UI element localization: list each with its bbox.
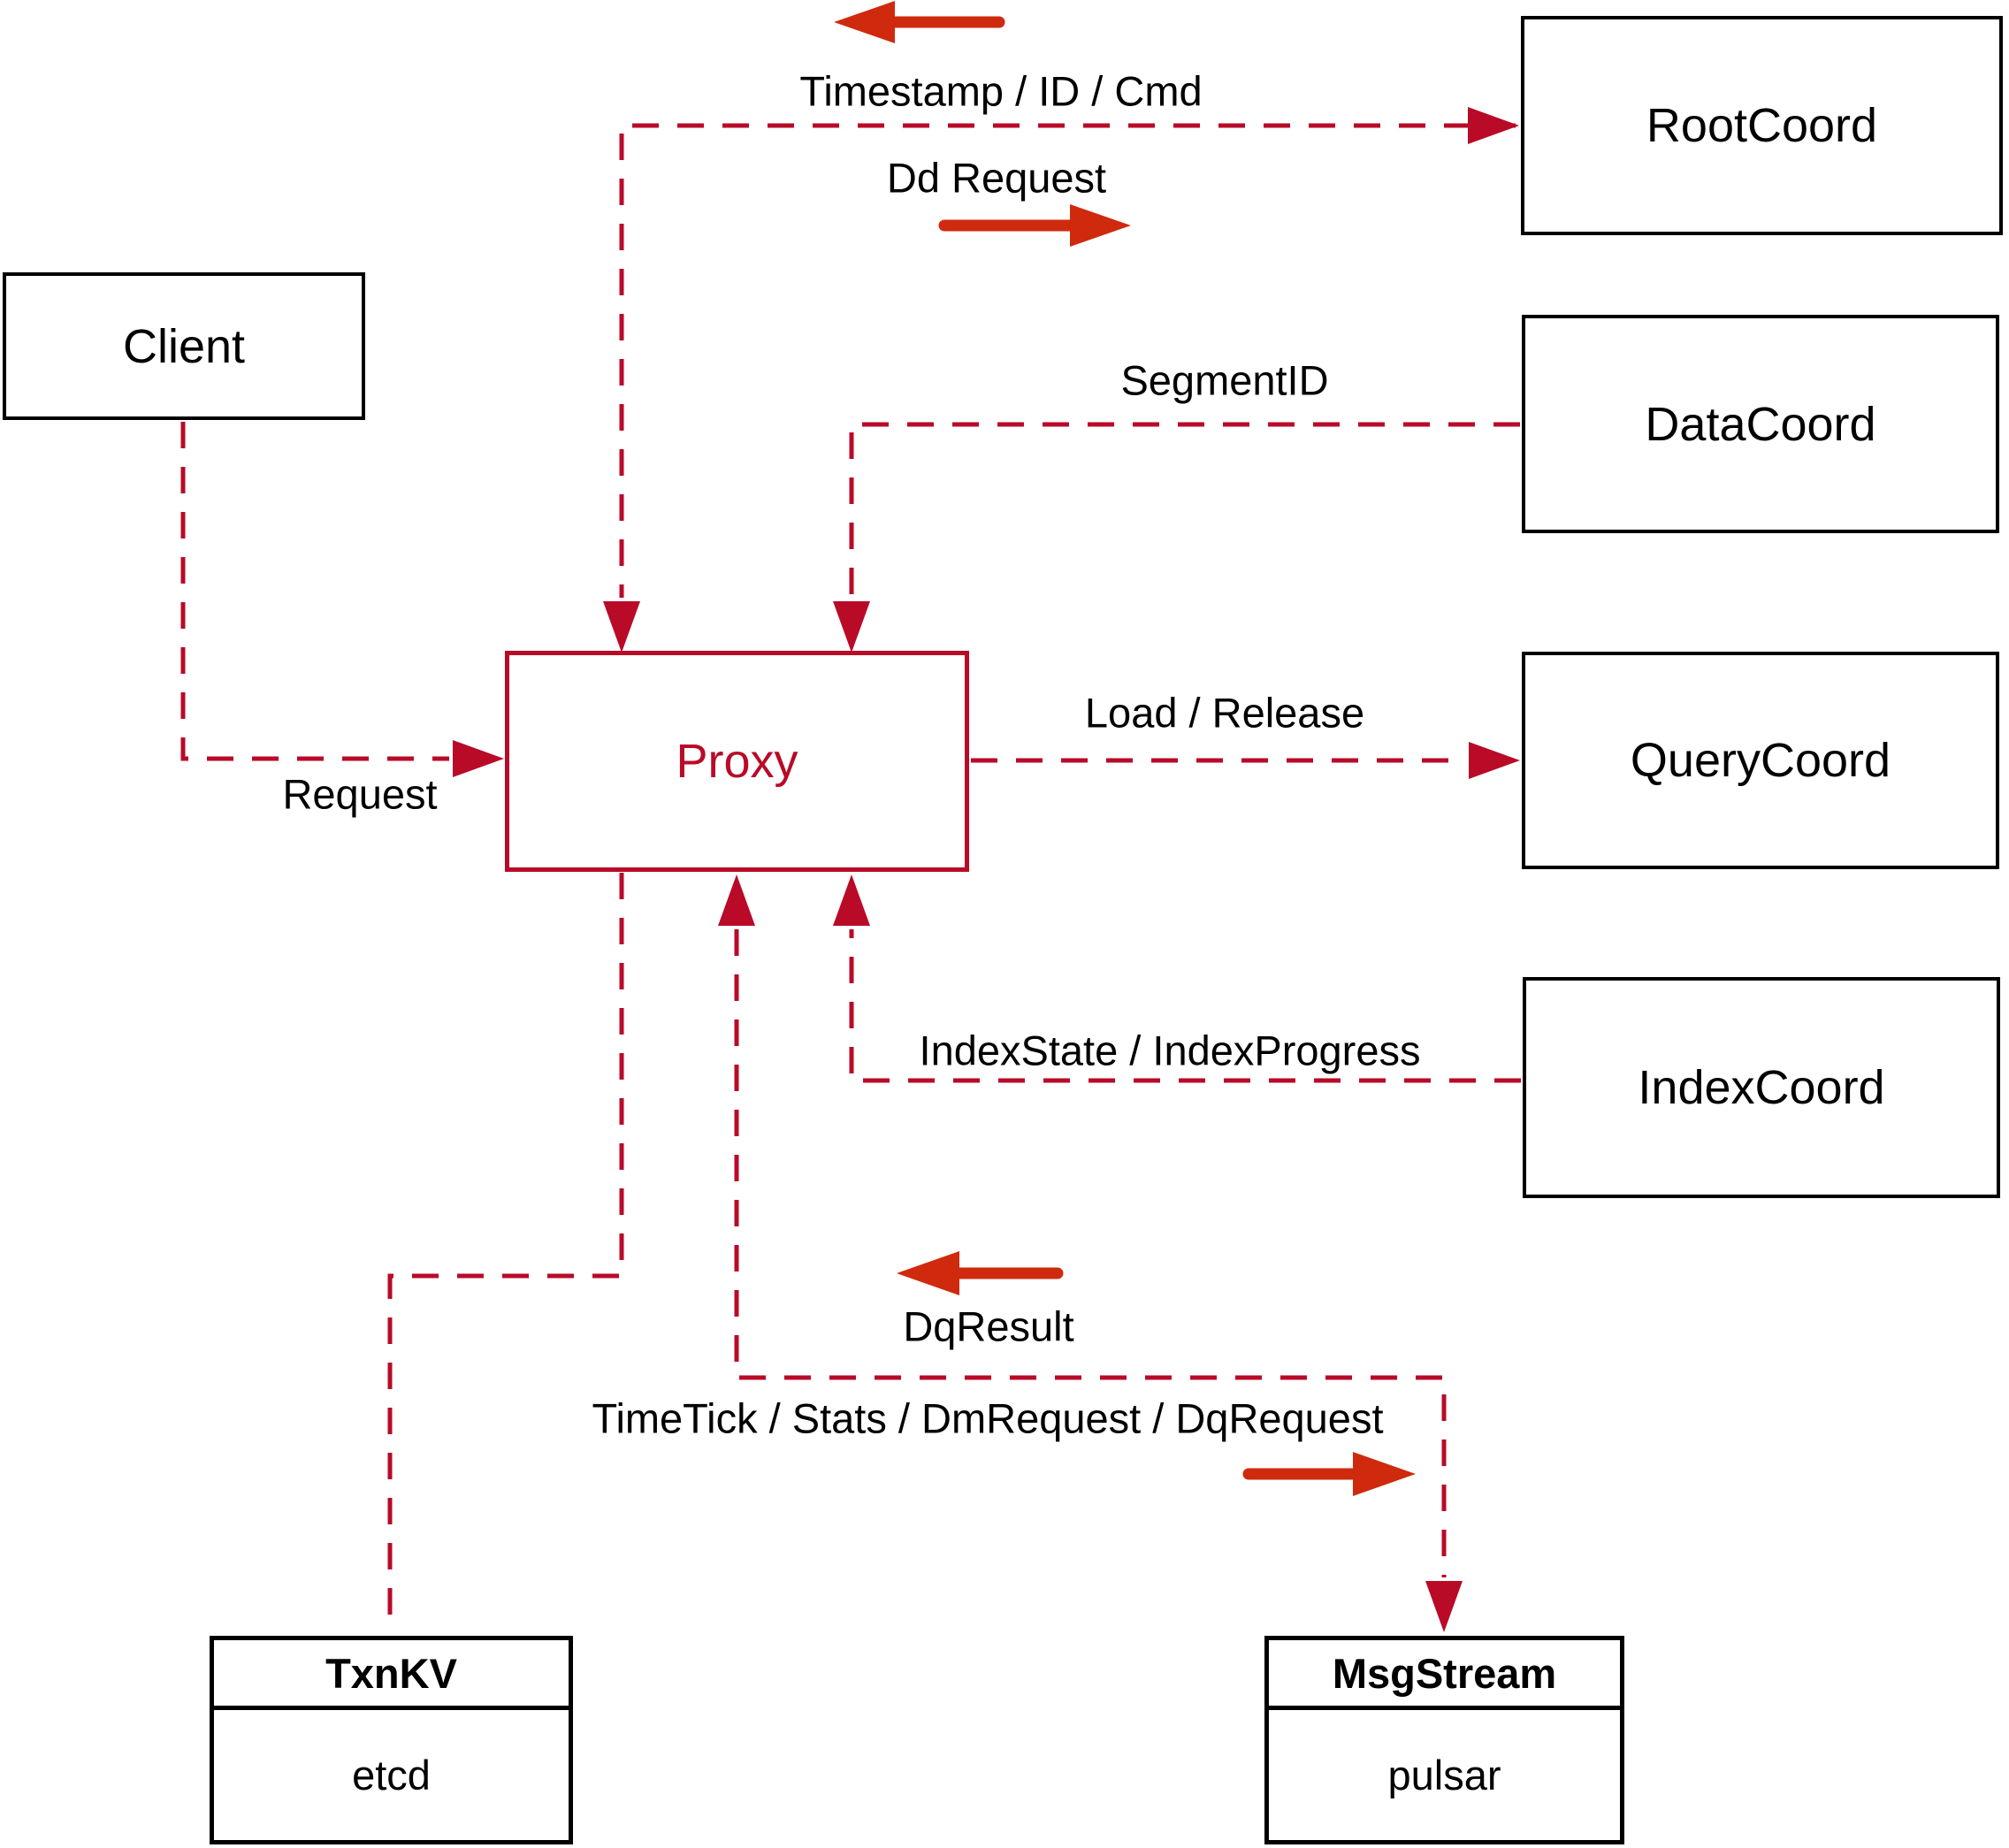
node-proxy: Proxy [505,651,969,872]
edge-label-dd-request: Dd Request [886,154,1107,202]
arrowhead-into-proxy-bottom-left [718,874,755,926]
arrowhead-into-proxy-left [453,740,504,777]
flow-arrow-left-dqresult [897,1251,1064,1295]
edge-datacoord-proxy [849,422,1520,598]
node-datacoord-label: DataCoord [1645,397,1876,451]
arrowhead-into-proxy-top-left [603,601,640,653]
arrowhead-into-proxy-top-right [833,601,870,653]
node-rootcoord-label: RootCoord [1646,99,1878,152]
node-client-label: Client [122,319,246,373]
node-client: Client [3,272,365,420]
node-querycoord-label: QueryCoord [1630,734,1891,787]
node-indexcoord: IndexCoord [1523,977,2000,1198]
edge-label-dqresult: DqResult [903,1302,1074,1350]
node-txnkv: TxnKV etcd [210,1636,573,1844]
node-proxy-label: Proxy [676,735,798,788]
node-msgstream: MsgStream pulsar [1264,1636,1624,1844]
arrowhead-into-rootcoord [1468,107,1519,144]
edge-label-indexstate-indexprogress: IndexState / IndexProgress [919,1027,1421,1074]
edge-proxy-txnkv [387,873,624,1632]
node-indexcoord-label: IndexCoord [1638,1061,1885,1114]
arrowhead-into-querycoord [1469,742,1520,779]
node-msgstream-title: MsgStream [1269,1640,1620,1710]
edge-label-timetick-stats: TimeTick / Stats / DmRequest / DqRequest [592,1394,1384,1442]
node-txnkv-title: TxnKV [214,1640,569,1710]
arrowhead-into-proxy-bottom-right [833,874,870,926]
node-querycoord: QueryCoord [1522,652,1999,869]
flow-arrow-right-timetick [1242,1452,1416,1496]
flow-arrow-left-timestamp [834,1,1005,43]
flow-arrow-right-dd-request [938,204,1131,247]
arrowhead-into-msgstream [1425,1581,1463,1632]
edge-indexcoord-proxy [849,929,1521,1083]
edge-label-request: Request [282,770,438,818]
node-datacoord: DataCoord [1522,315,1999,533]
node-msgstream-impl: pulsar [1387,1752,1501,1798]
edge-label-timestamp-id-cmd: Timestamp / ID / Cmd [799,67,1203,115]
edge-label-load-release: Load / Release [1084,689,1365,737]
edge-client-proxy [180,422,449,761]
node-rootcoord: RootCoord [1521,16,2003,235]
node-txnkv-impl: etcd [352,1752,431,1798]
edge-label-segmentid: SegmentID [1120,356,1329,404]
